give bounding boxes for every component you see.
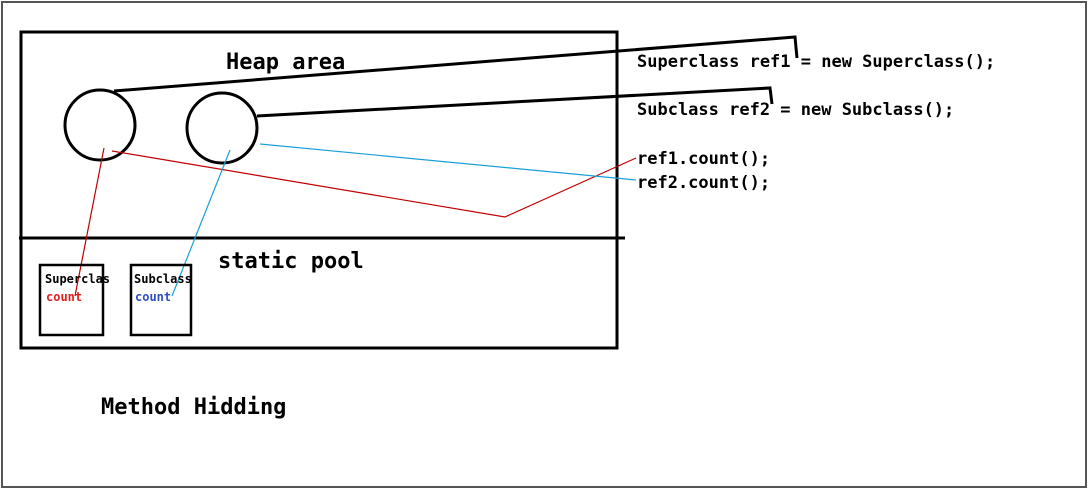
- superclass-object-circle: [63, 88, 137, 162]
- superclass-count-field: count: [46, 290, 82, 304]
- ref2-count-call-line: [259, 143, 637, 181]
- code-line-2: Subclass ref2 = new Subclass();: [637, 100, 954, 120]
- superclass-object-to-count-line: [74, 147, 105, 297]
- code-line-1: Superclass ref1 = new Superclass();: [637, 52, 995, 72]
- heap-area-label: Heap area: [226, 50, 345, 75]
- superclass-static-box: [38, 263, 105, 337]
- static-pool-label: static pool: [218, 249, 364, 274]
- superclass-static-name: Superclas: [45, 272, 110, 286]
- subclass-object-circle: [185, 91, 259, 165]
- subclass-static-name: Subclass: [134, 272, 192, 286]
- subclass-count-field: count: [135, 290, 171, 304]
- subclass-object-to-count-line: [171, 149, 231, 297]
- code-line-3: ref1.count();: [637, 149, 770, 169]
- code-line-4: ref2.count();: [637, 173, 770, 193]
- subclass-static-box: [129, 263, 193, 337]
- ref1-reference-line: [113, 35, 799, 93]
- ref1-count-call-line: [111, 150, 637, 218]
- memory-frame: [19, 30, 619, 350]
- ref2-reference-line: [256, 86, 774, 118]
- diagram-caption: Method Hidding: [101, 395, 286, 420]
